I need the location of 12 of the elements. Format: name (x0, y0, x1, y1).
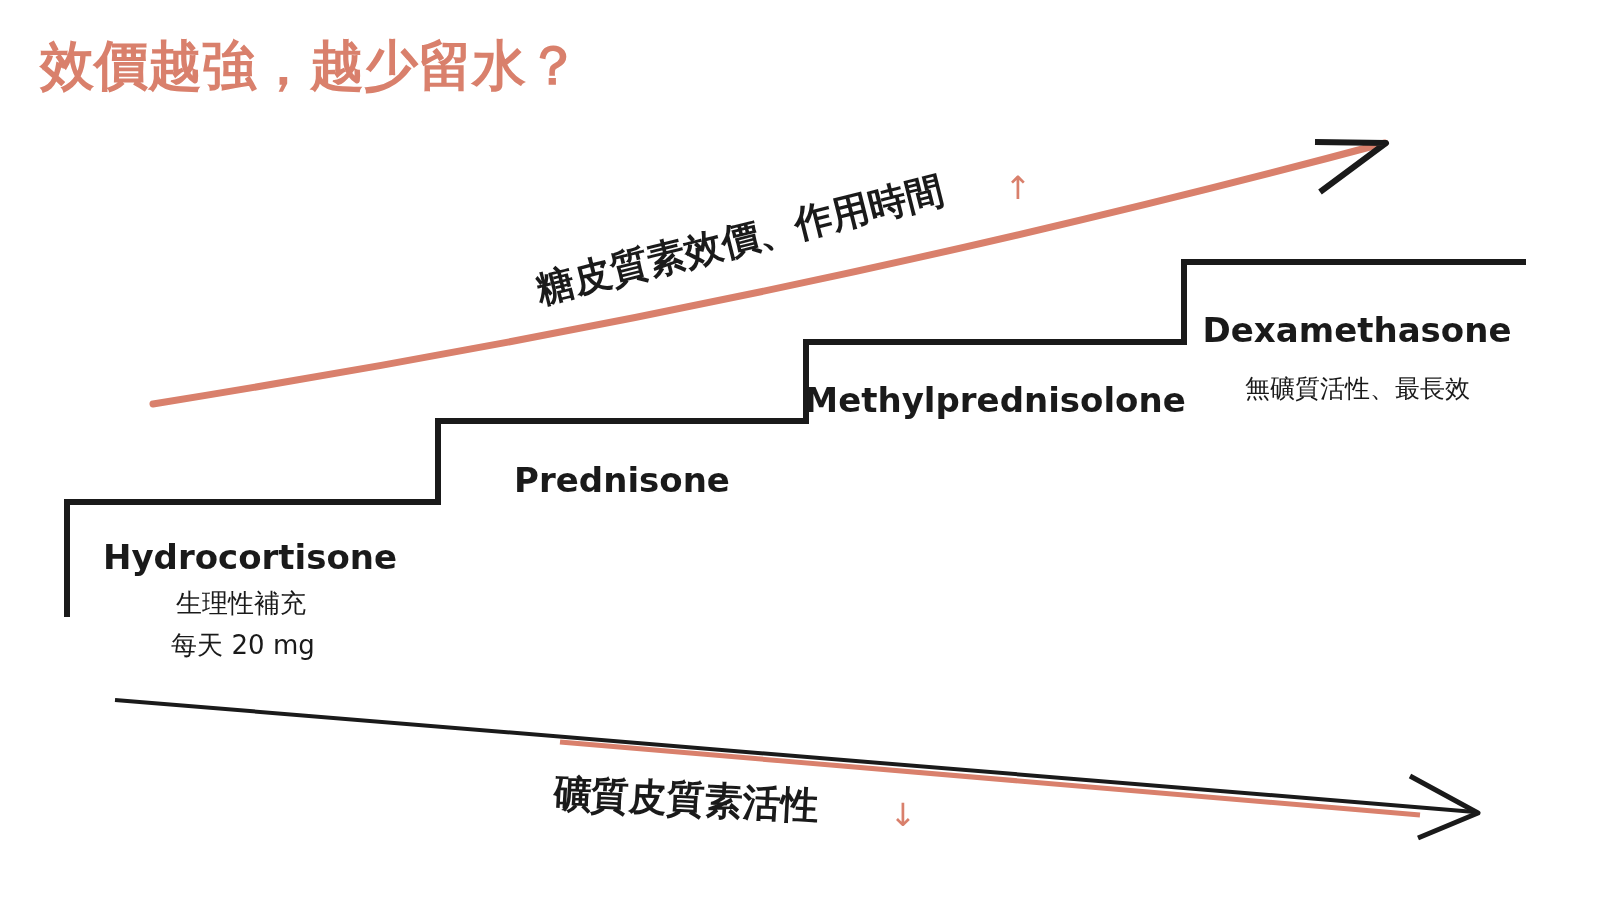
axis-label: 礦質皮質素活性 (551, 769, 821, 831)
drug-note: 無礦質活性、最長效 (1244, 372, 1470, 405)
drug-name: Dexamethasone (1202, 310, 1512, 350)
down-arrow-sign: ↓ (889, 796, 917, 834)
drug-note: 生理性補充 (176, 586, 306, 620)
drug-name: Prednisone (514, 460, 730, 500)
drug-note: 每天 20 mg (171, 628, 315, 662)
title: 效價越強，越少留水？ (40, 33, 580, 99)
up-arrow-sign: ↑ (1004, 169, 1032, 207)
drug-name: Hydrocortisone (102, 537, 398, 577)
axis-label: 糖皮質素效價、作用時間 (531, 166, 949, 314)
drug-name: Methylprednisolone (804, 380, 1186, 420)
